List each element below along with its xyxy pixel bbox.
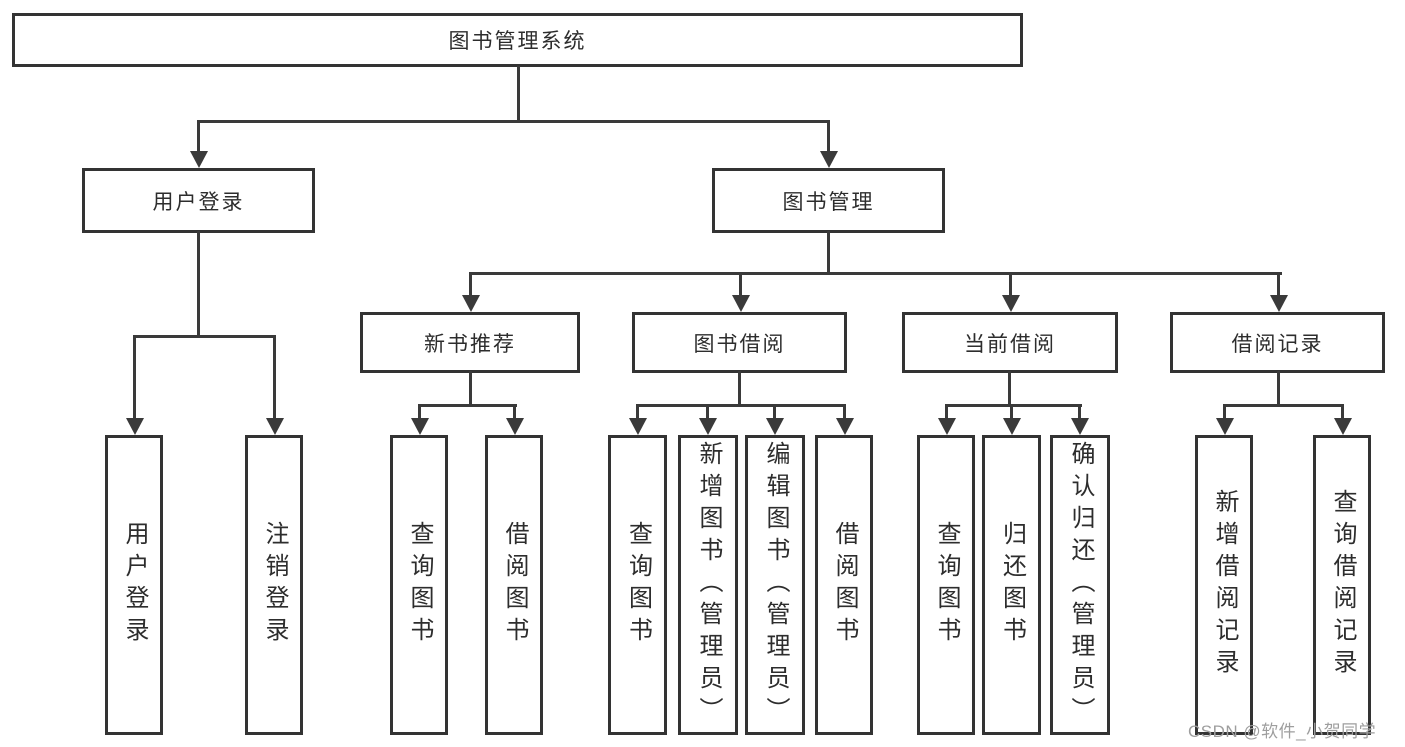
arrow-down-to-cb-confirm [1070, 406, 1089, 435]
node-label: 借阅记录 [1231, 332, 1324, 356]
node-user-login: 用户登录 [82, 168, 315, 233]
node-label: 新书推荐 [424, 332, 516, 356]
leaf-newbook-borrow-book: 借阅图书 [485, 435, 543, 735]
connector-book-borrow-branch [636, 404, 846, 407]
connector-level3-branch [469, 272, 1282, 275]
arrow-down-to-br-add [1215, 406, 1234, 435]
arrow-down-to-book-borrow [731, 274, 750, 312]
node-book-borrow: 图书借阅 [632, 312, 847, 373]
connector-new-book-drop [469, 371, 472, 407]
leaf-current-return-book: 归还图书 [982, 435, 1041, 735]
connector-user-login-drop [197, 231, 200, 337]
arrow-down-to-user-login [189, 121, 208, 168]
leaf-record-query-borrow-record: 查询借阅记录 [1313, 435, 1371, 735]
leaf-label: 新增借阅记录 [1211, 489, 1238, 681]
leaf-label: 借阅图书 [831, 521, 858, 649]
leaf-label: 查询图书 [624, 521, 652, 649]
arrow-down-to-current-borrow [1001, 274, 1020, 312]
node-label: 图书管理系统 [448, 30, 587, 53]
connector-borrow-record-branch [1223, 404, 1344, 407]
leaf-borrow-query-book: 查询图书 [608, 435, 667, 735]
connector-book-mgmt-drop [827, 231, 830, 275]
arrow-down-to-cb-query [937, 406, 956, 435]
connector-new-book-branch [418, 404, 517, 407]
node-borrow-record: 借阅记录 [1170, 312, 1385, 373]
arrow-down-to-bb-edit [765, 406, 784, 435]
arrow-down-to-new-book [461, 274, 480, 312]
arrow-down-to-bb-add [698, 406, 717, 435]
leaf-borrow-borrow-book: 借阅图书 [815, 435, 873, 735]
arrow-down-to-cb-return [1002, 406, 1021, 435]
arrow-down-to-bb-borrow [835, 406, 854, 435]
csdn-watermark: CSDN @软件_小贺同学 [1188, 722, 1377, 741]
arrow-down-to-leaf-logout [265, 337, 284, 435]
node-label: 当前借阅 [964, 332, 1056, 356]
node-book-management: 图书管理 [712, 168, 945, 233]
leaf-label: 查询借阅记录 [1329, 489, 1356, 681]
leaf-label: 编辑图书（管理员） [762, 441, 789, 729]
leaf-label: 确认归还（管理员） [1067, 441, 1094, 729]
arrow-down-to-br-query [1333, 406, 1352, 435]
arrow-down-to-borrow-record [1269, 274, 1288, 312]
connector-borrow-record-drop [1277, 371, 1280, 407]
node-label: 图书借阅 [693, 332, 786, 356]
arrow-down-to-nb-query [410, 406, 429, 435]
arrow-down-to-bb-query [628, 406, 647, 435]
arrow-down-to-leaf-user-login [125, 337, 144, 435]
leaf-user-login: 用户登录 [105, 435, 163, 735]
connector-current-borrow-drop [1008, 371, 1011, 407]
node-label: 图书管理 [782, 190, 875, 214]
leaf-current-query-book: 查询图书 [917, 435, 975, 735]
node-current-borrow: 当前借阅 [902, 312, 1118, 373]
leaf-newbook-query-book: 查询图书 [390, 435, 448, 735]
leaf-logout: 注销登录 [245, 435, 303, 735]
leaf-current-confirm-return-admin: 确认归还（管理员） [1050, 435, 1110, 735]
node-new-book-recommend: 新书推荐 [360, 312, 580, 373]
node-root-library-system: 图书管理系统 [12, 13, 1023, 67]
leaf-label: 归还图书 [998, 521, 1026, 649]
connector-level2-branch [197, 120, 830, 123]
arrow-down-to-nb-borrow [505, 406, 524, 435]
arrow-down-to-book-mgmt [819, 121, 838, 168]
leaf-record-add-borrow-record: 新增借阅记录 [1195, 435, 1253, 735]
leaf-label: 用户登录 [121, 521, 148, 649]
leaf-borrow-add-book-admin: 新增图书（管理员） [678, 435, 738, 735]
leaf-borrow-edit-book-admin: 编辑图书（管理员） [745, 435, 805, 735]
connector-current-borrow-branch [945, 404, 1082, 407]
leaf-label: 查询图书 [933, 521, 960, 649]
leaf-label: 借阅图书 [501, 521, 528, 649]
connector-user-login-branch [133, 335, 276, 338]
connector-book-borrow-drop [738, 371, 741, 407]
connector-root-drop [517, 66, 520, 122]
leaf-label: 注销登录 [261, 521, 288, 649]
leaf-label: 新增图书（管理员） [695, 441, 722, 729]
leaf-label: 查询图书 [406, 521, 433, 649]
node-label: 用户登录 [152, 190, 245, 214]
